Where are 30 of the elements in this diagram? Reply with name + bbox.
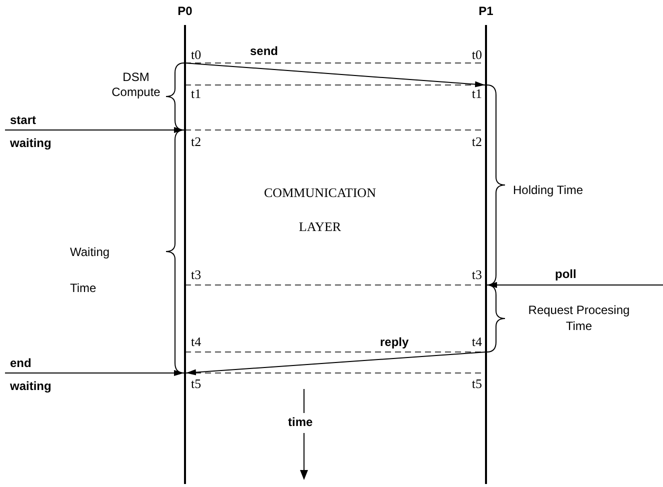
edge-label: reply [380,335,409,349]
time-tick-label: t1 [470,86,482,102]
message-arrow [184,62,486,88]
time-tick-label: t0 [191,47,202,63]
message-arrow [4,370,184,376]
edge-label: start [10,113,36,127]
axis-label: time [288,415,313,429]
time-tick-label: t5 [191,376,202,392]
edge-label: end [10,356,32,370]
edge-label: poll [555,267,576,281]
annotation-text: waiting [10,379,52,393]
time-tick-label: t4 [191,334,202,350]
annotation-text: waiting [10,136,52,150]
message-arrow [4,127,184,133]
time-tick-label: t5 [470,376,482,392]
interval-label: Request Procesing Time [527,302,631,334]
time-tick-label: t2 [470,134,482,150]
time-tick-label: t1 [191,86,202,102]
time-tick-label: t0 [470,47,482,63]
time-tick-label: t4 [470,334,482,350]
area-label: COMMUNICATION LAYER [263,184,377,236]
time-tick-label: t3 [191,267,202,283]
message-arrow [186,352,486,376]
edge-label: send [250,44,278,58]
time-tick-label: t3 [470,267,482,283]
interval-label: Waiting Time [70,244,111,297]
message-arrow [486,282,663,288]
time-tick-label: t2 [191,134,202,150]
interval-label: Holding Time [513,183,584,197]
interval-label: DSM Compute [110,70,162,100]
